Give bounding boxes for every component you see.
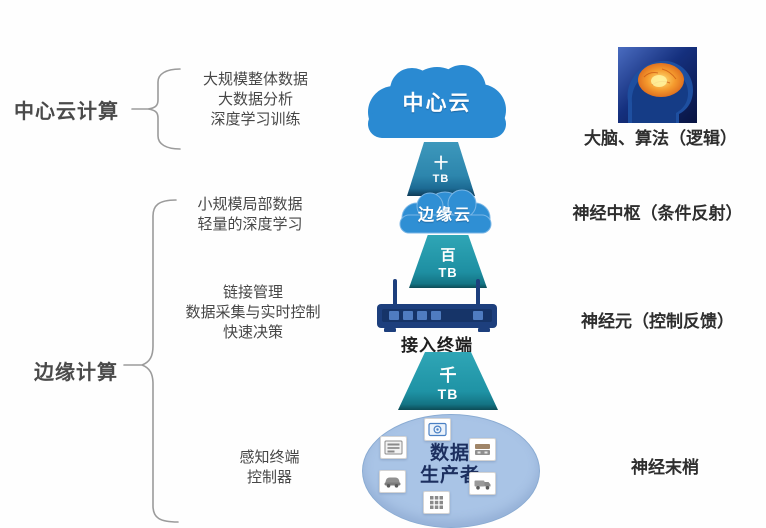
machine-icon bbox=[469, 438, 496, 461]
neuron-label: 神经元（控制反馈） bbox=[581, 312, 734, 331]
edge-computing-label: 边缘计算 bbox=[34, 362, 118, 384]
central-brace bbox=[131, 68, 181, 150]
producers-line1: 数据 bbox=[429, 443, 470, 464]
meter-icon bbox=[380, 436, 407, 459]
edge-cloud-desc-line: 小规模局部数据 bbox=[197, 196, 303, 213]
edge-cloud-desc-line: 轻量的深度学习 bbox=[197, 216, 303, 233]
device-desc-line: 感知终端 bbox=[239, 449, 300, 466]
central-cloud-shape: 中心云 bbox=[348, 60, 526, 140]
funnel-thousand-value: 千 bbox=[439, 365, 457, 385]
central-cloud-label: 中心云 bbox=[402, 92, 472, 115]
edge-brace bbox=[123, 199, 179, 523]
funnel-ten-value: 十 bbox=[434, 155, 448, 171]
central-cloud-description: 大规模整体数据 大数据分析 深度学习训练 bbox=[178, 70, 333, 130]
access-terminal-description: 链接管理 数据采集与实时控制 快速决策 bbox=[158, 283, 348, 343]
truck-icon bbox=[469, 472, 496, 495]
funnel-ten-tb: 十 TB bbox=[407, 142, 475, 196]
edge-cloud-shape: 边缘云 bbox=[384, 189, 506, 235]
device-desc-line: 控制器 bbox=[246, 469, 292, 486]
access-terminal-label: 接入终端 bbox=[401, 336, 473, 355]
edge-cloud-description: 小规模局部数据 轻量的深度学习 bbox=[170, 195, 330, 235]
funnel-thousand-unit: TB bbox=[437, 385, 459, 402]
brain-image bbox=[618, 47, 697, 123]
device-description: 感知终端 控制器 bbox=[212, 448, 327, 488]
nerve-ending-label: 神经末梢 bbox=[631, 458, 699, 477]
edge-cloud-label: 边缘云 bbox=[417, 207, 472, 224]
camera-icon bbox=[424, 418, 451, 441]
central-desc-line: 大数据分析 bbox=[217, 91, 293, 108]
central-cloud-icon bbox=[368, 65, 506, 138]
car-icon bbox=[379, 470, 406, 493]
nerve-center-label: 神经中枢（条件反射） bbox=[572, 204, 743, 223]
funnel-hundred-value: 百 bbox=[440, 246, 456, 264]
data-producers-group: 数据 生产者 bbox=[362, 414, 540, 528]
edge-cloud-icon bbox=[399, 189, 492, 234]
router-icon bbox=[377, 279, 497, 332]
central-desc-line: 大规模整体数据 bbox=[202, 71, 308, 88]
central-cloud-computing-label: 中心云计算 bbox=[14, 101, 119, 123]
access-desc-line: 链接管理 bbox=[222, 284, 283, 301]
brain-caption: 大脑、算法（逻辑） bbox=[584, 129, 737, 148]
funnel-thousand-tb: 千 TB bbox=[398, 352, 498, 410]
data-producers-label: 数据 生产者 bbox=[362, 443, 538, 487]
access-desc-line: 数据采集与实时控制 bbox=[185, 304, 321, 321]
funnel-ten-unit: TB bbox=[432, 173, 450, 185]
funnel-hundred-unit: TB bbox=[438, 264, 458, 280]
access-desc-line: 快速决策 bbox=[222, 324, 283, 341]
producers-line2: 生产者 bbox=[419, 465, 480, 486]
grid-icon bbox=[423, 491, 450, 514]
central-desc-line: 深度学习训练 bbox=[210, 111, 301, 128]
